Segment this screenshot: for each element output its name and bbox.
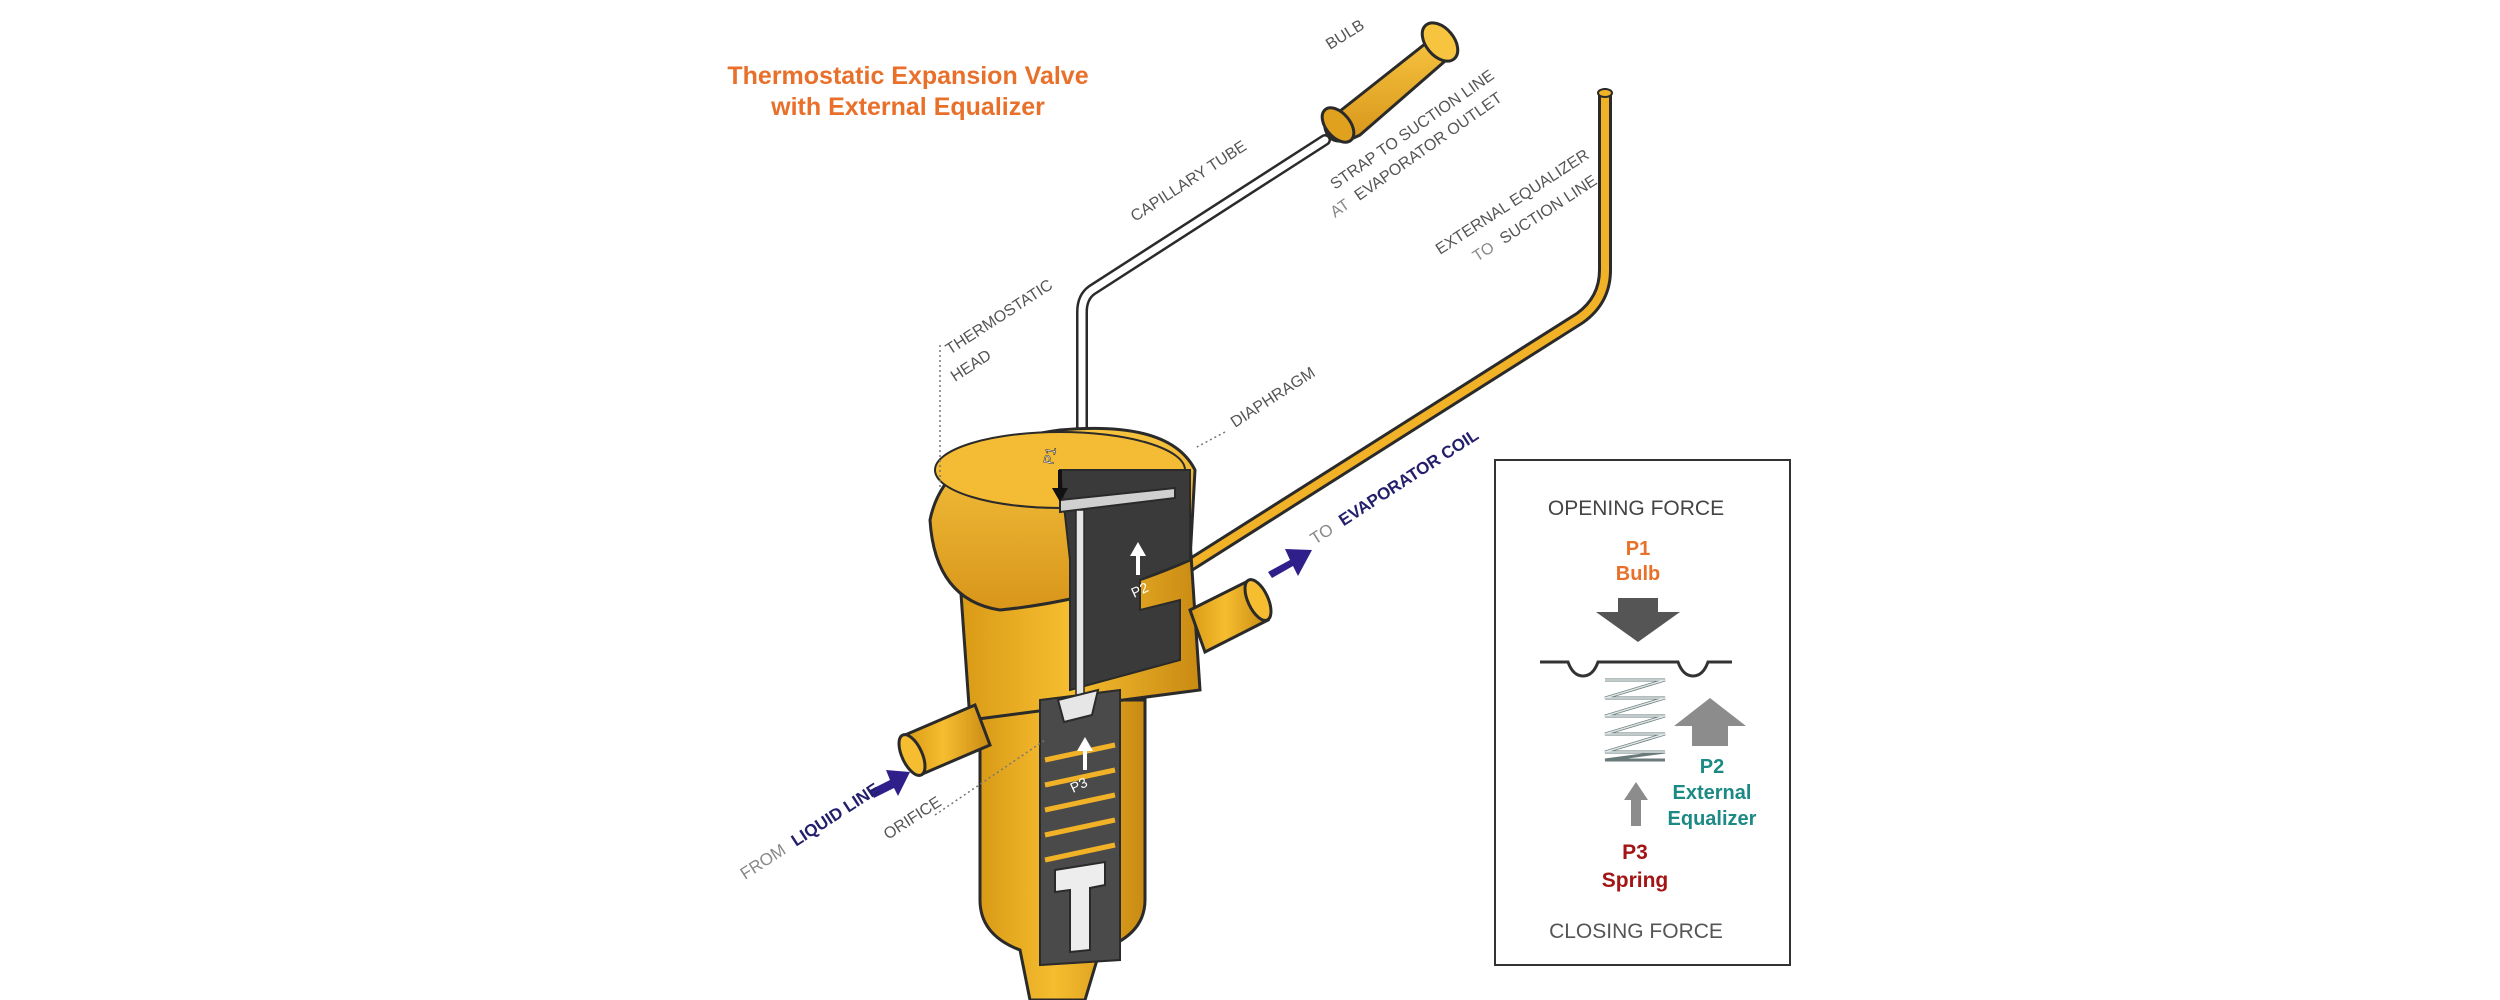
thermostatic-head-label-line1: THERMOSTATIC [943,277,1056,359]
orifice-label: ORIFICE [881,794,945,844]
external-equalizer-to: TO [1470,239,1498,265]
diaphragm-label: DIAPHRAGM [1228,364,1319,431]
legend-p1-name: Bulb [1616,563,1660,585]
outlet-flow-arrow [1268,549,1312,578]
from-liquid-prefix: FROM [737,840,789,883]
p2-valve-label: P2 [1129,579,1151,601]
to-evaporator-main: EVAPORATOR COIL [1335,425,1482,529]
p3-arrow: P3 [1068,737,1093,796]
bulb-sensor [1320,21,1460,144]
p3-force-arrow [1624,782,1648,826]
legend-p2-name-line2: Equalizer [1668,808,1757,830]
force-legend: OPENING FORCE P1 Bulb P2 External Equali… [1494,459,1791,966]
legend-p2-name-line1: External [1673,782,1752,804]
legend-p1-label: P1 [1626,538,1650,560]
strap-label-at: AT [1328,196,1354,221]
legend-p3-name: Spring [1602,869,1669,892]
diaphragm-leader [1194,431,1226,449]
orifice-leader [934,739,1046,816]
from-liquid-main: LIQUID LINE [788,779,883,850]
valve-body [928,426,1202,1000]
p2-force-arrow [1674,698,1746,746]
p2-arrow: P2 [1129,542,1151,601]
inlet-fitting [897,703,992,777]
p1-arrow: P1 [1040,445,1068,502]
opening-force-label: OPENING FORCE [1548,497,1724,520]
p1-force-arrow [1596,598,1680,642]
to-evaporator-coil-label: TO EVAPORATOR COIL [1307,425,1482,548]
legend-p2-label: P2 [1700,756,1724,778]
bulb-label: BULB [1323,17,1367,54]
capillary-tube-label: CAPILLARY TUBE [1128,138,1250,225]
closing-force-label: CLOSING FORCE [1549,920,1723,943]
diagram-title-line1: Thermostatic Expansion Valve [727,62,1088,90]
p3-valve-label: P3 [1068,774,1090,796]
inlet-flow-arrow [870,770,910,798]
diagram-title-line2: with External Equalizer [770,93,1045,121]
p1-valve-label: P1 [1040,446,1059,466]
outlet-fitting [1188,577,1273,655]
legend-p3-label: P3 [1622,841,1648,864]
to-evaporator-prefix: TO [1307,520,1337,549]
legend-diaphragm [1540,660,1732,678]
from-liquid-line-label: FROM LIQUID LINE [737,779,883,883]
